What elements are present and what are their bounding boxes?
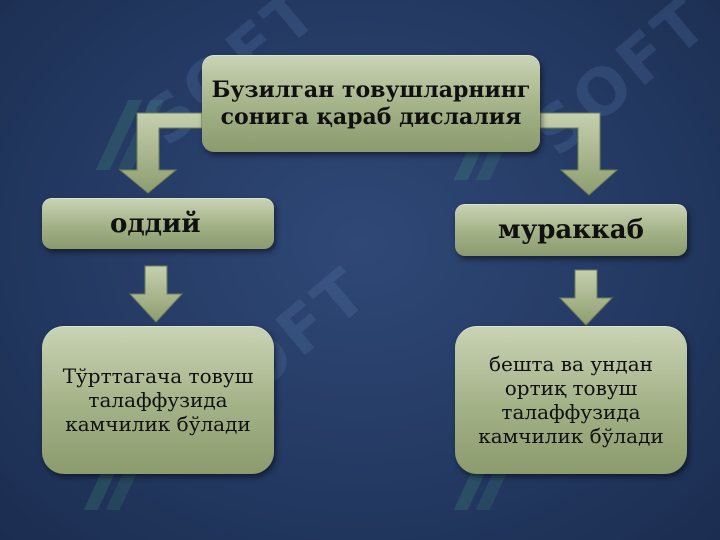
elbow-arrow-right [539,112,619,196]
down-arrow-left [128,265,184,323]
down-arrow-right [558,269,614,326]
description-node-simple: Тўрттагача товуш талаффузида камчилик бў… [42,326,274,474]
root-node-label: Бузилган товушларнинг сонига қараб дисла… [211,76,531,130]
description-simple-text: Тўрттагача товуш талаффузида камчилик бў… [62,364,254,436]
branch-node-complex-label: мураккаб [498,215,644,245]
branch-node-simple-label: оддий [110,208,201,239]
root-node: Бузилган товушларнинг сонига қараб дисла… [202,55,540,152]
elbow-arrow-left [118,112,203,194]
description-node-complex: бешта ва ундан ортиқ товуш талаффузида к… [455,326,687,474]
branch-node-complex: мураккаб [455,204,687,256]
description-complex-text: бешта ва ундан ортиқ товуш талаффузида к… [478,352,664,448]
branch-node-simple: оддий [42,198,274,249]
